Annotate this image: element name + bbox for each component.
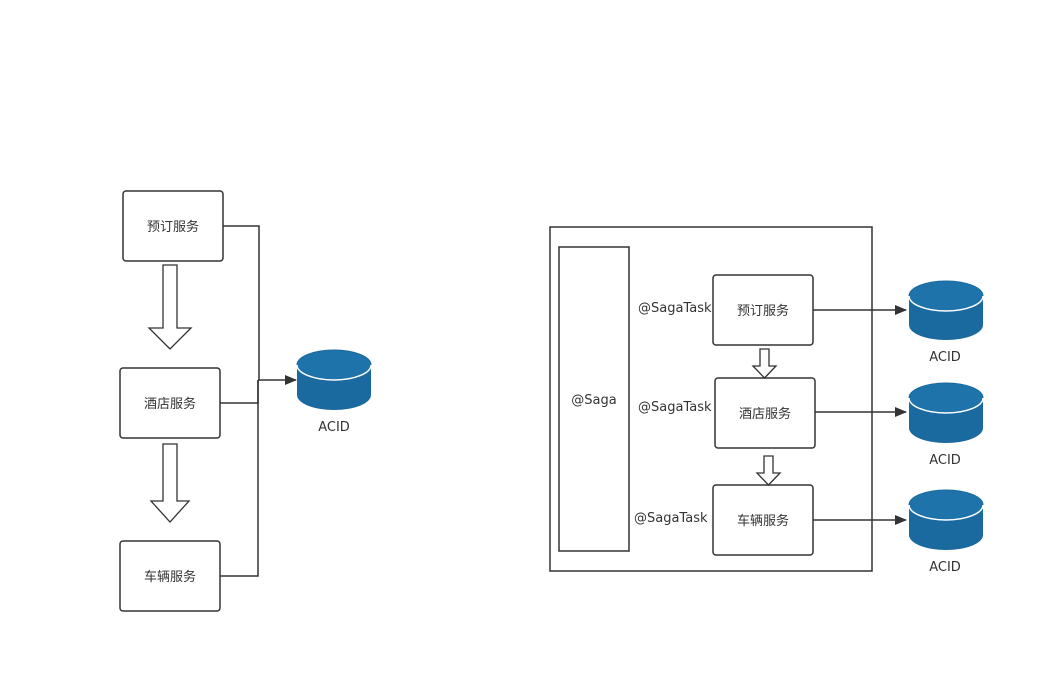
left-database-label: ACID bbox=[318, 420, 350, 435]
right-database-icon-2 bbox=[908, 382, 984, 443]
right-service-hotel[interactable]: 酒店服务 bbox=[714, 377, 816, 449]
left-service-booking[interactable]: 预订服务 bbox=[122, 190, 224, 262]
left-flow-arrow-1 bbox=[147, 264, 193, 350]
left-service-vehicle[interactable]: 车辆服务 bbox=[119, 540, 221, 612]
saga-task-label-2: @SagaTask bbox=[638, 400, 712, 415]
right-service-vehicle[interactable]: 车辆服务 bbox=[712, 484, 814, 556]
saga-task-label-3: @SagaTask bbox=[634, 511, 708, 526]
left-connector-booking bbox=[223, 225, 260, 380]
right-database-label-3: ACID bbox=[929, 560, 961, 575]
right-flow-arrow-1 bbox=[751, 348, 778, 379]
right-service-vehicle-label: 车辆服务 bbox=[737, 513, 789, 529]
left-service-hotel-label: 酒店服务 bbox=[144, 396, 196, 412]
right-flow-arrow-2 bbox=[755, 455, 782, 486]
right-database-label-1: ACID bbox=[929, 350, 961, 365]
right-database-label-2: ACID bbox=[929, 453, 961, 468]
right-service-booking-label: 预订服务 bbox=[737, 303, 789, 319]
saga-container bbox=[549, 226, 873, 572]
right-service-booking[interactable]: 预订服务 bbox=[712, 274, 814, 346]
left-connector-hotel bbox=[220, 380, 259, 404]
right-database-icon-3 bbox=[908, 489, 984, 550]
left-database-icon bbox=[296, 349, 372, 410]
saga-label: @Saga bbox=[571, 393, 616, 408]
right-database-icon-1 bbox=[908, 280, 984, 340]
left-service-hotel[interactable]: 酒店服务 bbox=[119, 367, 221, 439]
right-diagram: @Saga @SagaTask @SagaTask @SagaTask 预订服务… bbox=[549, 226, 984, 575]
saga-task-label-1: @SagaTask bbox=[638, 301, 712, 316]
left-service-vehicle-label: 车辆服务 bbox=[144, 569, 196, 585]
left-connector-vehicle bbox=[220, 380, 259, 577]
right-service-hotel-label: 酒店服务 bbox=[739, 406, 791, 422]
saga-box[interactable]: @Saga bbox=[558, 246, 630, 552]
left-diagram: 预订服务 酒店服务 车辆服务 ACID bbox=[119, 190, 372, 612]
left-flow-arrow-2 bbox=[149, 443, 191, 523]
left-service-booking-label: 预订服务 bbox=[147, 219, 199, 235]
